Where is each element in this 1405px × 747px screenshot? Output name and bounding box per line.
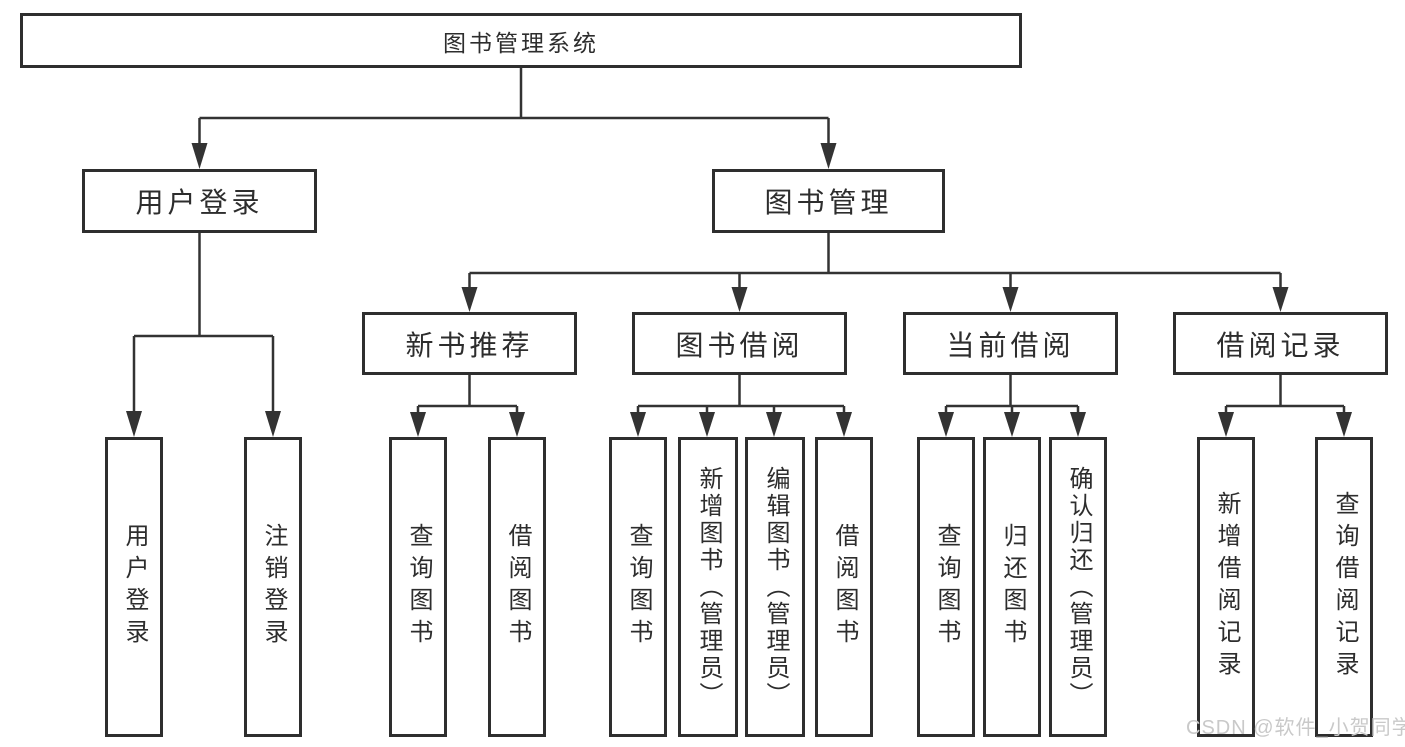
leaf-nb-borrow-books: 借阅图书 (488, 437, 546, 737)
arrowhead (820, 143, 837, 169)
leaf-cb-return-books: 归还图书 (983, 437, 1041, 737)
tree-edges (132, 68, 1346, 418)
arrowhead (410, 412, 426, 437)
leaf-bb-edit-books: 编辑图书（管理员） (745, 437, 805, 737)
arrowhead (699, 412, 715, 437)
leaf-nb-query-books-label: 查询图书 (405, 523, 432, 651)
leaf-br-query-record: 查询借阅记录 (1315, 437, 1373, 737)
arrowhead (461, 287, 478, 312)
leaf-bb-query-books: 查询图书 (609, 437, 667, 737)
arrowhead (630, 412, 646, 437)
arrowhead-group (126, 143, 1352, 437)
csdn-watermark: CSDN @软件_小贺同学 (1186, 717, 1405, 739)
node-book-management: 图书管理 (712, 169, 945, 233)
arrowhead (1070, 412, 1086, 437)
leaf-logout: 注销登录 (244, 437, 302, 737)
leaf-nb-borrow-books-label: 借阅图书 (504, 523, 531, 651)
node-book-management-label: 图书管理 (764, 187, 893, 218)
leaf-nb-query-books: 查询图书 (389, 437, 447, 737)
leaf-bb-borrow-books-label: 借阅图书 (831, 523, 858, 651)
arrowhead (509, 412, 525, 437)
leaf-cb-confirm-return: 确认归还（管理员） (1049, 437, 1107, 737)
node-borrowing-records-label: 借阅记录 (1216, 329, 1345, 361)
node-new-book-recommend-label: 新书推荐 (405, 329, 534, 361)
arrowhead (731, 287, 748, 312)
leaf-user-login-label: 用户登录 (121, 523, 148, 651)
leaf-br-query-record-label: 查询借阅记录 (1331, 491, 1358, 683)
leaf-bb-add-books-label: 新增图书（管理员） (695, 465, 722, 709)
arrowhead (191, 143, 208, 169)
arrowhead (938, 412, 954, 437)
leaf-cb-query-books-label: 查询图书 (933, 523, 960, 651)
arrowhead (1002, 287, 1019, 312)
node-current-borrowing-label: 当前借阅 (946, 329, 1075, 361)
node-root-label: 图书管理系统 (443, 29, 599, 56)
arrowhead (1336, 412, 1352, 437)
leaf-bb-add-books: 新增图书（管理员） (678, 437, 738, 737)
leaf-bb-borrow-books: 借阅图书 (815, 437, 873, 737)
leaf-bb-edit-books-label: 编辑图书（管理员） (762, 465, 789, 709)
arrowhead (265, 411, 281, 437)
leaf-cb-confirm-return-label: 确认归还（管理员） (1065, 465, 1092, 709)
arrowhead (766, 412, 782, 437)
arrowhead (126, 411, 142, 437)
leaf-logout-label: 注销登录 (260, 523, 287, 651)
node-current-borrowing: 当前借阅 (903, 312, 1118, 375)
leaf-user-login: 用户登录 (105, 437, 163, 737)
leaf-br-add-record-label: 新增借阅记录 (1213, 491, 1240, 683)
arrowhead (1272, 287, 1289, 312)
node-book-borrowing-label: 图书借阅 (675, 329, 804, 361)
leaf-bb-query-books-label: 查询图书 (625, 523, 652, 651)
node-new-book-recommend: 新书推荐 (362, 312, 577, 375)
leaf-br-add-record: 新增借阅记录 (1197, 437, 1255, 737)
arrowhead (1218, 412, 1234, 437)
node-user-login-label: 用户登录 (135, 187, 264, 218)
node-user-login: 用户登录 (82, 169, 317, 233)
node-borrowing-records: 借阅记录 (1173, 312, 1388, 375)
arrowhead (1004, 412, 1020, 437)
arrowhead (836, 412, 852, 437)
leaf-cb-query-books: 查询图书 (917, 437, 975, 737)
node-book-borrowing: 图书借阅 (632, 312, 847, 375)
node-root: 图书管理系统 (20, 13, 1022, 68)
leaf-cb-return-books-label: 归还图书 (999, 523, 1026, 651)
